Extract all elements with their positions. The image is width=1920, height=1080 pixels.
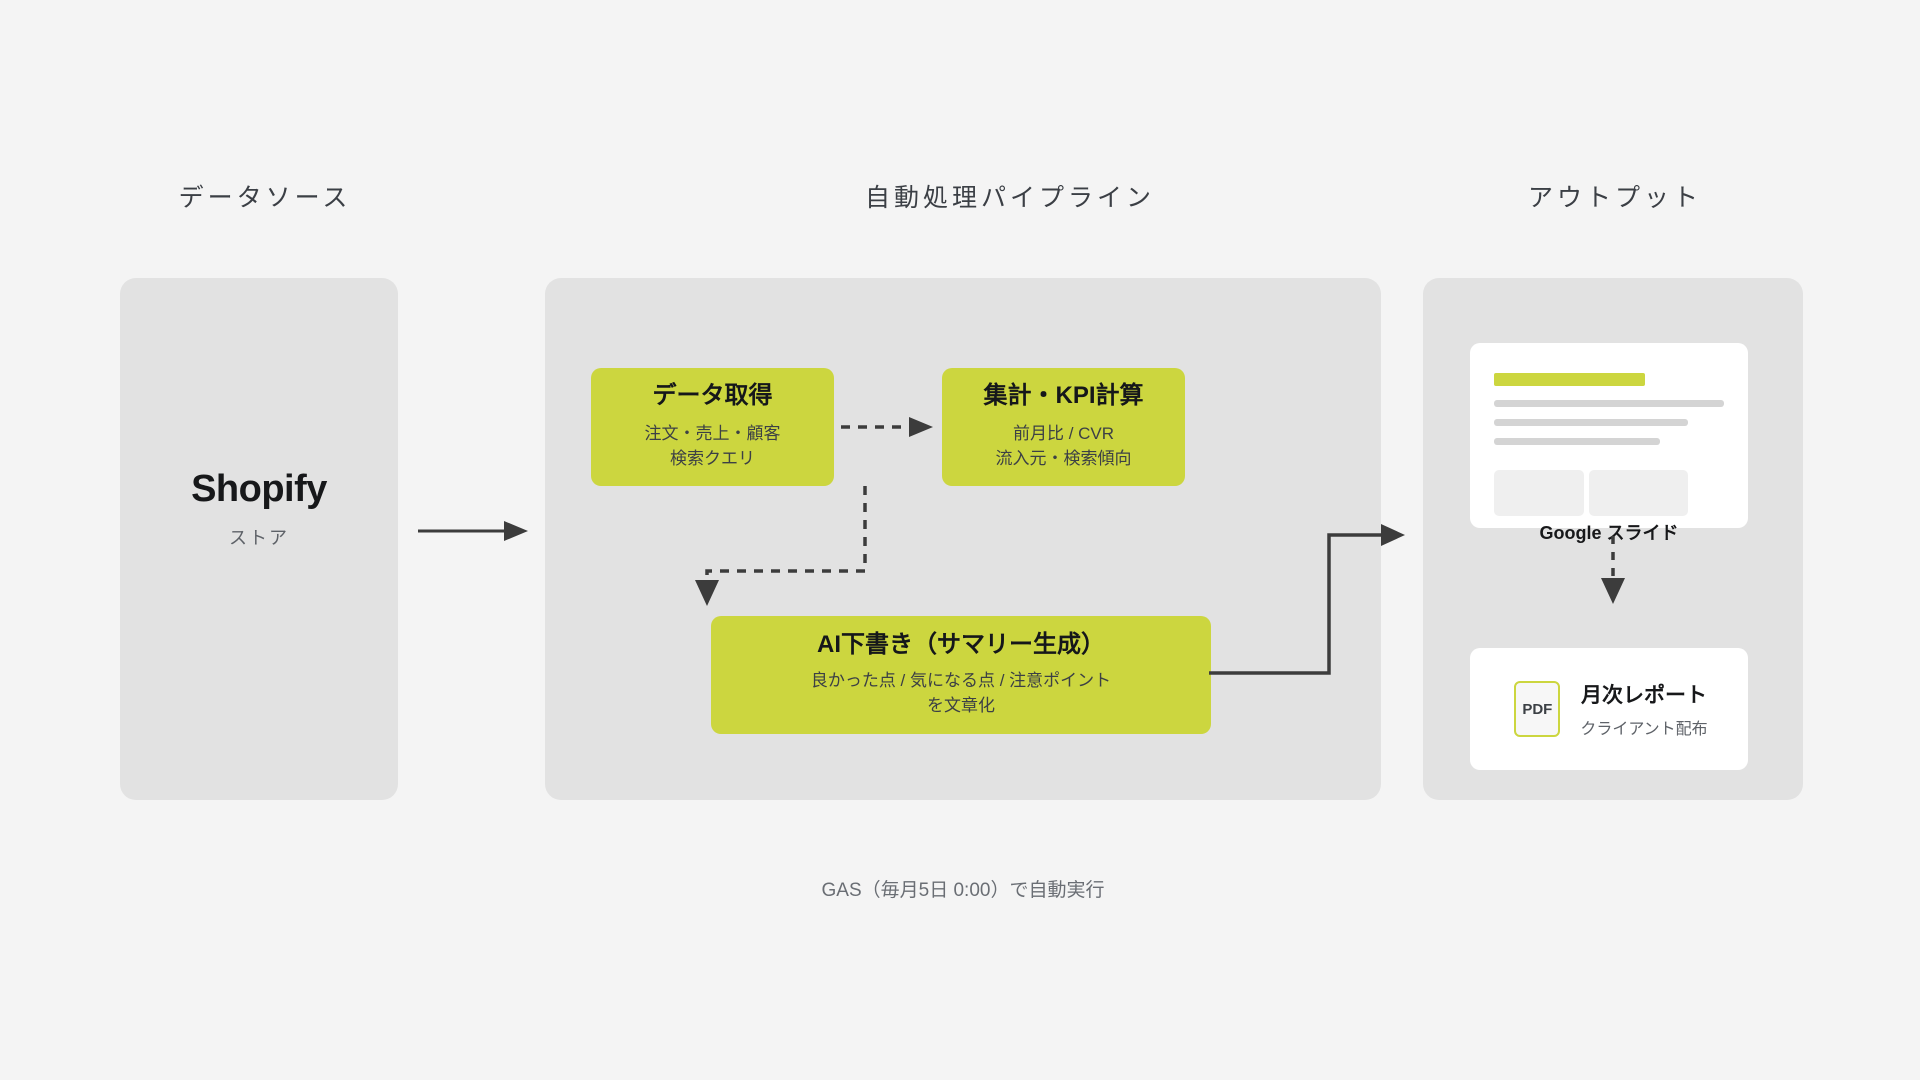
shopify-subtitle: ストア xyxy=(229,527,289,548)
pdf-file-icon: PDF xyxy=(1514,681,1561,737)
footer-schedule-note: GAS（毎月5日 0:00）で自動実行 xyxy=(821,880,1105,901)
step-title-data-fetch: データ取得 xyxy=(652,382,773,410)
step-title-ai-draft: AI下書き（サマリー生成） xyxy=(817,631,1105,659)
monthly-report-subtitle: クライアント配布 xyxy=(1580,721,1708,738)
arrow-source-to-pipeline xyxy=(418,518,530,544)
slide-placeholder-block-1 xyxy=(1494,470,1584,516)
column-header-data-source: データソース xyxy=(178,184,352,212)
panel-data-source: Shopify ストア xyxy=(120,278,398,800)
output-card-monthly-report[interactable]: PDF 月次レポート クライアント配布 xyxy=(1470,648,1748,770)
shopify-block: Shopify ストア xyxy=(120,468,398,550)
step-box-data-fetch[interactable]: データ取得 注文・売上・顧客 検索クエリ xyxy=(591,368,834,486)
arrow-fetch-to-kpi xyxy=(841,414,941,440)
slide-text-line-1 xyxy=(1494,400,1724,407)
panel-pipeline: データ取得 注文・売上・顧客 検索クエリ 集計・KPI計算 前月比 / CVR … xyxy=(545,278,1381,800)
step-subtitle-line-1: 良かった点 / 気になる点 / 注意ポイント xyxy=(810,670,1112,690)
pdf-text-block: 月次レポート クライアント配布 xyxy=(1580,679,1707,739)
shopify-title: Shopify xyxy=(191,468,327,510)
slide-text-line-2 xyxy=(1494,419,1688,426)
step-box-ai-draft[interactable]: AI下書き（サマリー生成） 良かった点 / 気になる点 / 注意ポイント を文章… xyxy=(711,616,1211,734)
step-subtitle-line-1: 前月比 / CVR xyxy=(1012,423,1115,443)
step-subtitle-line-2: 検索クエリ xyxy=(670,449,755,469)
column-header-pipeline: 自動処理パイプライン xyxy=(864,184,1155,212)
step-title-kpi: 集計・KPI計算 xyxy=(983,382,1144,410)
arrow-ai-to-output xyxy=(1209,522,1409,682)
monthly-report-title: 月次レポート xyxy=(1581,684,1707,707)
google-slides-caption: Google スライド xyxy=(1539,523,1679,543)
arrow-kpi-to-ai xyxy=(665,486,875,616)
slide-title-bar xyxy=(1494,373,1645,386)
step-subtitle-data-fetch: 注文・売上・顧客 検索クエリ xyxy=(645,421,781,472)
output-card-google-slides[interactable]: Google スライド xyxy=(1470,343,1748,543)
panel-output: Google スライド PDF 月次レポート クライアント配布 xyxy=(1423,278,1803,800)
step-subtitle-line-2: 流入元・検索傾向 xyxy=(995,449,1132,469)
slide-placeholder-block-2 xyxy=(1589,470,1688,516)
column-header-output: アウトプット xyxy=(1527,184,1702,212)
arrow-slides-to-pdf xyxy=(1594,536,1632,608)
step-subtitle-kpi: 前月比 / CVR 流入元・検索傾向 xyxy=(996,421,1132,472)
step-subtitle-line-1: 注文・売上・顧客 xyxy=(644,423,781,443)
step-subtitle-ai-draft: 良かった点 / 気になる点 / 注意ポイント を文章化 xyxy=(811,668,1111,719)
step-subtitle-line-2: を文章化 xyxy=(927,696,995,716)
step-box-kpi[interactable]: 集計・KPI計算 前月比 / CVR 流入元・検索傾向 xyxy=(942,368,1185,486)
slide-text-line-3 xyxy=(1494,438,1660,445)
